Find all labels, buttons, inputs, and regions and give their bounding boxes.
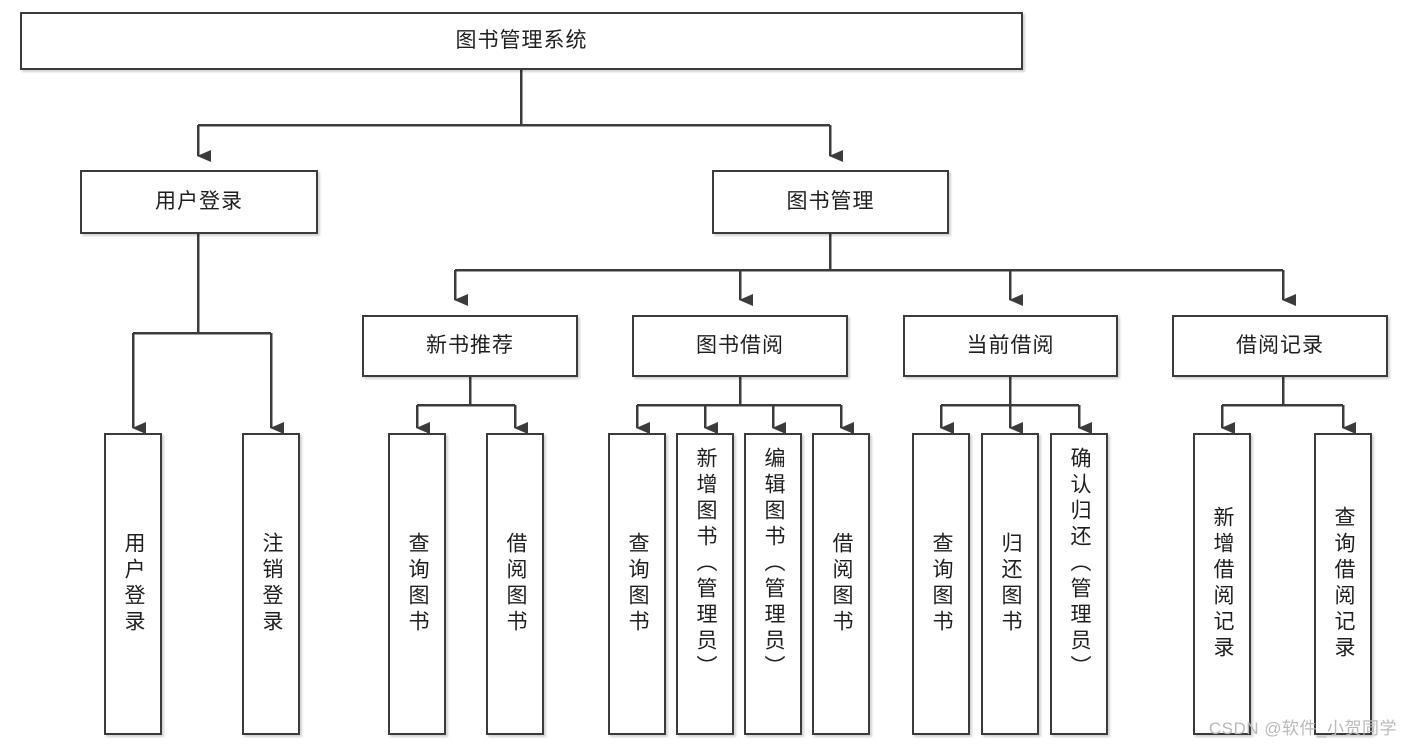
leaf-current-confirm-return-label: 确认归还（管理员） xyxy=(1068,447,1092,681)
leaf-recommend-query-book-label: 查询图书 xyxy=(406,532,430,636)
leaf-user-logout-label: 注销登录 xyxy=(260,532,284,636)
node-current-borrow-label: 当前借阅 xyxy=(966,333,1055,357)
node-book-borrow[interactable]: 图书借阅 xyxy=(632,315,848,377)
node-current-borrow[interactable]: 当前借阅 xyxy=(903,315,1118,377)
node-user-login[interactable]: 用户登录 xyxy=(80,170,318,234)
node-borrow-record-label: 借阅记录 xyxy=(1236,333,1324,357)
node-root-label: 图书管理系统 xyxy=(455,28,588,52)
leaf-user-login[interactable]: 用户登录 xyxy=(104,433,162,735)
node-user-login-label: 用户登录 xyxy=(155,189,243,213)
leaf-borrow-borrow-book-label: 借阅图书 xyxy=(830,532,854,636)
leaf-user-logout[interactable]: 注销登录 xyxy=(242,433,300,735)
leaf-borrow-add-book-label: 新增图书（管理员） xyxy=(694,447,718,681)
leaf-borrow-edit-book-label: 编辑图书（管理员） xyxy=(762,447,786,681)
leaf-current-query-book[interactable]: 查询图书 xyxy=(912,433,970,735)
leaf-current-query-book-label: 查询图书 xyxy=(930,532,954,636)
leaf-current-return-book-label: 归还图书 xyxy=(999,532,1023,636)
watermark: CSDN @软件_小贺同学 xyxy=(1208,719,1397,738)
leaf-recommend-query-book[interactable]: 查询图书 xyxy=(388,433,446,735)
leaf-borrow-edit-book[interactable]: 编辑图书（管理员） xyxy=(744,433,802,735)
leaf-borrow-query-book-label: 查询图书 xyxy=(626,532,650,636)
leaf-recommend-borrow-book-label: 借阅图书 xyxy=(504,532,528,636)
leaf-user-login-label: 用户登录 xyxy=(122,532,146,636)
node-root[interactable]: 图书管理系统 xyxy=(20,12,1023,70)
node-new-book-recommend-label: 新书推荐 xyxy=(426,333,514,357)
leaf-record-query-record-label: 查询借阅记录 xyxy=(1332,506,1356,662)
leaf-record-add-record[interactable]: 新增借阅记录 xyxy=(1193,433,1251,735)
leaf-current-return-book[interactable]: 归还图书 xyxy=(981,433,1039,735)
node-book-management[interactable]: 图书管理 xyxy=(712,170,949,234)
node-new-book-recommend[interactable]: 新书推荐 xyxy=(362,315,578,377)
node-book-borrow-label: 图书借阅 xyxy=(696,333,784,357)
leaf-borrow-query-book[interactable]: 查询图书 xyxy=(608,433,666,735)
node-borrow-record[interactable]: 借阅记录 xyxy=(1172,315,1388,377)
leaf-borrow-borrow-book[interactable]: 借阅图书 xyxy=(812,433,870,735)
leaf-current-confirm-return[interactable]: 确认归还（管理员） xyxy=(1050,433,1108,735)
leaf-record-add-record-label: 新增借阅记录 xyxy=(1211,506,1235,662)
leaf-recommend-borrow-book[interactable]: 借阅图书 xyxy=(486,433,544,735)
leaf-borrow-add-book[interactable]: 新增图书（管理员） xyxy=(676,433,734,735)
leaf-record-query-record[interactable]: 查询借阅记录 xyxy=(1314,433,1372,735)
node-book-management-label: 图书管理 xyxy=(786,189,875,213)
